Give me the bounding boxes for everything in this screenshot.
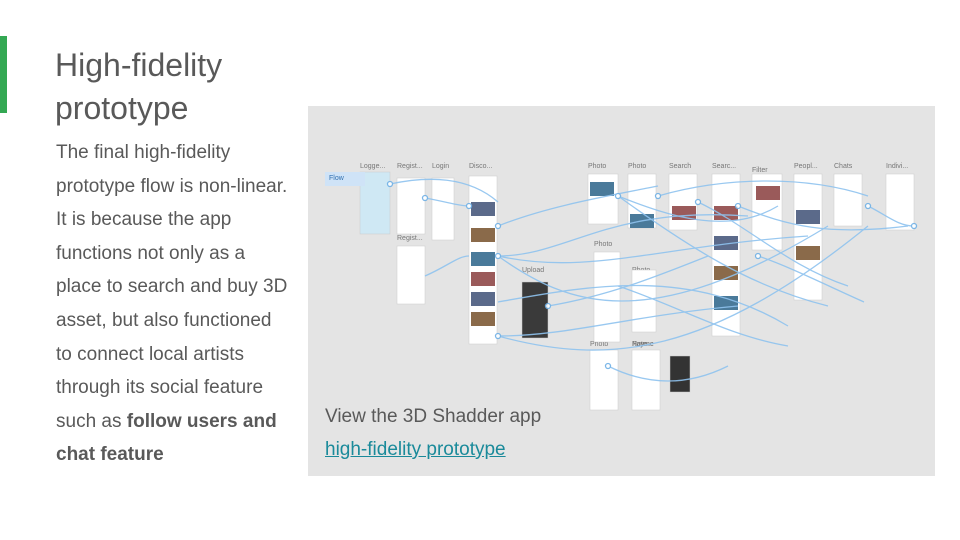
flow-connector [497, 185, 659, 227]
slide-title: High-fidelity prototype [55, 47, 223, 126]
screen-image [590, 182, 614, 196]
flow-connector [737, 205, 909, 231]
body-plain-text: The final high-fidelity prototype flow i… [56, 142, 288, 432]
flow-connector [497, 225, 829, 302]
prototype-link[interactable]: high-fidelity prototype [325, 439, 506, 460]
screen-label: Regist... [397, 163, 423, 170]
screen-label: Login [432, 163, 449, 170]
connector-node [494, 222, 502, 230]
screen-thumbnail [885, 173, 915, 231]
screen-label: Payme [632, 341, 654, 348]
connector-node [694, 198, 702, 206]
screen-label: Note [632, 341, 647, 348]
connector-node [734, 202, 742, 210]
flow-connector [424, 255, 470, 277]
prototype-caption: View the 3D Shadder app [325, 406, 542, 427]
flow-connector [497, 284, 789, 327]
screen-label: Payme [632, 341, 654, 348]
screen-label: Regist... [397, 235, 423, 242]
screen-label: Searc... [712, 163, 736, 170]
screen-label: Logge... [360, 163, 385, 170]
screen-thumbnail [431, 177, 455, 241]
flow-connector [617, 195, 829, 307]
screen-image [714, 206, 738, 220]
body-text: The final high-fidelity prototype flow i… [56, 136, 291, 472]
screen-label: Search [669, 163, 691, 170]
screen-thumbnail [593, 251, 621, 343]
screen-thumbnail [668, 173, 698, 231]
screen-image [471, 202, 495, 216]
screen-thumbnail [833, 173, 863, 227]
screen-image [471, 292, 495, 306]
screen-thumbnail [711, 173, 741, 337]
screen-image [471, 312, 495, 326]
body-bold-text: follow users and chat feature [56, 410, 277, 466]
flow-tag: Flow [325, 172, 365, 186]
flow-connector [547, 255, 709, 307]
flow-connector [497, 235, 809, 264]
screen-thumbnail [396, 245, 426, 305]
connector-node [604, 362, 612, 370]
flow-connector [607, 365, 729, 382]
flow-connector [697, 201, 849, 287]
screen-image [471, 228, 495, 242]
connector-node [754, 252, 762, 260]
screen-label: Photo [628, 163, 646, 170]
screen-label: Photo [590, 341, 608, 348]
flow-connector [657, 180, 869, 197]
flow-connector [497, 225, 869, 351]
screen-image [471, 272, 495, 286]
connector-node [614, 192, 622, 200]
flow-connector [617, 285, 789, 347]
screen-label: Chats [834, 163, 853, 170]
screen-image [714, 236, 738, 250]
screen-label: Photo [594, 241, 612, 248]
flow-connector [497, 214, 749, 257]
flow-connector [389, 178, 499, 203]
connector-node [386, 180, 394, 188]
screen-label: Photo [588, 163, 606, 170]
connector-node [544, 302, 552, 310]
screen-label: Peopl... [794, 163, 818, 170]
connector-node [654, 192, 662, 200]
screen-image [756, 186, 780, 200]
flow-connector [497, 305, 739, 337]
screen-thumbnail [359, 171, 391, 235]
screen-thumbnail [396, 177, 426, 235]
accent-bar [0, 36, 7, 113]
connector-node [494, 332, 502, 340]
screen-thumbnail [521, 281, 549, 339]
connector-node [494, 252, 502, 260]
screen-label: Indivi... [886, 163, 908, 170]
screen-image [796, 246, 820, 260]
screen-label: Upload [522, 267, 544, 274]
flow-connector [867, 205, 915, 227]
connector-node [910, 222, 918, 230]
flow-connector [757, 255, 865, 303]
connector-node [465, 202, 473, 210]
screen-image [796, 210, 820, 224]
screen-thumbnail [589, 349, 619, 411]
connector-node [864, 202, 872, 210]
screen-label: Filter [752, 167, 768, 174]
screen-thumbnail [669, 355, 691, 393]
connector-node [421, 194, 429, 202]
screen-label: Disco... [469, 163, 492, 170]
screen-image [471, 252, 495, 266]
